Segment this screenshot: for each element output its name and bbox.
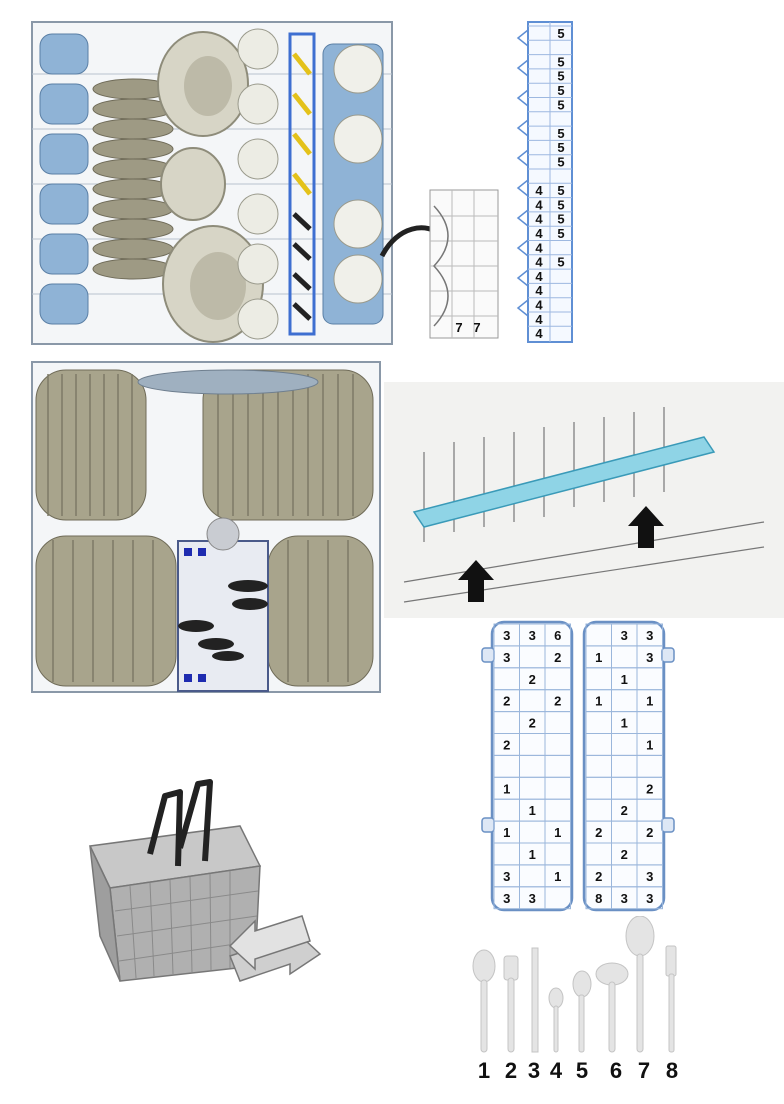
tray-strip-number: 5 xyxy=(557,255,564,270)
basket-grid-number: 2 xyxy=(554,694,561,709)
legend-number: 3 xyxy=(528,1058,540,1083)
tray-strip-number: 5 xyxy=(557,155,564,170)
tray-strip-number: 5 xyxy=(557,183,564,198)
tray-strip-number: 5 xyxy=(557,140,564,155)
cutlery-legend: 1 2 3 4 5 6 7 8 xyxy=(460,915,700,1086)
basket-grid-number: 2 xyxy=(621,847,628,862)
fold-rack-number: 7 xyxy=(455,320,462,335)
tray-strip-number: 5 xyxy=(557,83,564,98)
third-rack-photo xyxy=(384,382,784,618)
tray-strip-number: 5 xyxy=(557,226,564,241)
basket-grid-number: 2 xyxy=(554,650,561,665)
basket-grid-number: 2 xyxy=(503,694,510,709)
legend-number: 8 xyxy=(666,1058,678,1083)
cutlery-basket-grid: 3 3 6 3 2 2 2 2 2 2 1 1 1 1 1 3 1 3 3 3 3 1 3 1 1 1 1 1 2 2 2 2 2 2 3 8 3 3 xyxy=(478,618,688,914)
fold-rack-number: 7 xyxy=(473,320,480,335)
basket-grid-number: 1 xyxy=(529,847,536,862)
legend-number: 2 xyxy=(505,1058,517,1083)
tray-strip-number: 4 xyxy=(535,183,543,198)
basket-grid-number: 3 xyxy=(503,891,510,906)
basket-grid-cell xyxy=(636,886,663,910)
basket-grid-number: 3 xyxy=(621,628,628,643)
tray-strip-number: 4 xyxy=(535,298,543,313)
basket-grid-number: 3 xyxy=(503,628,510,643)
tray-strip-number: 5 xyxy=(557,197,564,212)
basket-grid-number: 1 xyxy=(621,672,628,687)
lower-rack-illustration xyxy=(28,356,384,698)
basket-grid-number: 3 xyxy=(529,891,536,906)
basket-grid-cell xyxy=(544,886,571,910)
basket-grid-number: 2 xyxy=(595,825,602,840)
tray-strip-number: 4 xyxy=(535,197,543,212)
basket-grid-number: 3 xyxy=(646,628,653,643)
basket-grid-number: 1 xyxy=(529,803,536,818)
basket-grid-number: 1 xyxy=(621,716,628,731)
tray-strip-number: 4 xyxy=(535,326,543,341)
tray-strip-number: 4 xyxy=(535,269,543,284)
tray-strip-number: 4 xyxy=(535,226,543,241)
legend-number: 6 xyxy=(610,1058,622,1083)
legend-number: 5 xyxy=(576,1058,588,1083)
tray-strip-number: 5 xyxy=(557,97,564,112)
tray-strip-number: 4 xyxy=(535,212,543,227)
basket-grid-number: 2 xyxy=(529,716,536,731)
tray-strip-number: 5 xyxy=(557,54,564,69)
basket-grid-number: 1 xyxy=(595,694,602,709)
basket-grid-number: 2 xyxy=(595,869,602,884)
basket-grid-number: 3 xyxy=(621,891,628,906)
fold-down-rack-detail: 7 7 xyxy=(372,186,502,342)
basket-grid-number: 1 xyxy=(646,694,653,709)
basket-grid-number: 1 xyxy=(554,825,561,840)
tray-strip-number: 5 xyxy=(557,69,564,84)
tray-strip-number: 4 xyxy=(535,283,543,298)
basket-grid-number: 2 xyxy=(646,781,653,796)
tray-strip-number: 4 xyxy=(535,240,543,255)
upper-rack-illustration xyxy=(28,14,398,352)
basket-grid-number: 3 xyxy=(646,891,653,906)
basket-grid-number: 2 xyxy=(503,737,510,752)
legend-number: 7 xyxy=(638,1058,650,1083)
basket-grid-number: 3 xyxy=(503,650,510,665)
basket-grid-number: 3 xyxy=(646,869,653,884)
tray-strip-number: 5 xyxy=(557,126,564,141)
basket-grid-number: 1 xyxy=(646,737,653,752)
tray-strip-number: 4 xyxy=(535,255,543,270)
basket-grid-number: 2 xyxy=(529,672,536,687)
legend-number: 1 xyxy=(478,1058,490,1083)
basket-grid-number: 1 xyxy=(503,781,510,796)
legend-number: 4 xyxy=(550,1058,563,1083)
basket-grid-number: 2 xyxy=(621,803,628,818)
basket-grid-number: 3 xyxy=(529,628,536,643)
basket-grid-number: 3 xyxy=(503,869,510,884)
basket-grid-number: 1 xyxy=(503,825,510,840)
basket-grid-number: 3 xyxy=(646,650,653,665)
tray-strip-number: 5 xyxy=(557,212,564,227)
basket-grid-number: 1 xyxy=(554,869,561,884)
cutlery-basket-illustration xyxy=(80,776,340,998)
basket-grid-number: 2 xyxy=(646,825,653,840)
tray-strip-number: 4 xyxy=(535,312,543,327)
basket-grid-number: 6 xyxy=(554,628,561,643)
basket-grid-number: 8 xyxy=(595,891,602,906)
basket-grid-number: 1 xyxy=(595,650,602,665)
tray-strip-number: 5 xyxy=(557,26,564,41)
